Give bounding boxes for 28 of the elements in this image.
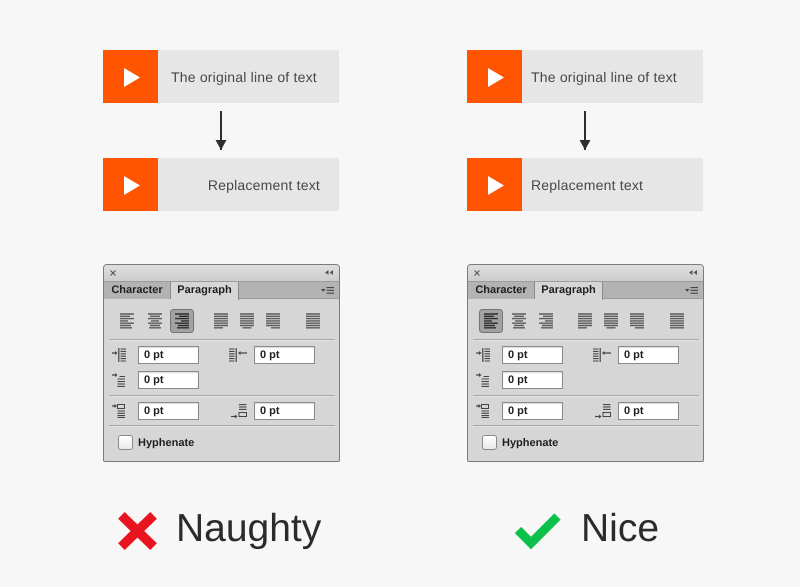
input-field: 0 pt (502, 371, 563, 389)
input-field: 0 pt (254, 402, 315, 420)
checkbox-label: Hyphenate (502, 436, 558, 450)
text-bar (467, 50, 703, 103)
bar-text: The original line of text (171, 68, 317, 84)
arrow (216, 111, 226, 150)
verdict-text: Nice (581, 506, 660, 552)
arrow (580, 111, 590, 150)
text-bar (467, 158, 703, 211)
input-field: 0 pt (254, 346, 315, 364)
input-field: 0 pt (618, 346, 679, 364)
verdict-text: Naughty (176, 506, 322, 552)
tab: Character (104, 281, 171, 299)
input-field: 0 pt (138, 371, 199, 389)
tab: Paragraph (535, 281, 603, 300)
input-field: 0 pt (138, 402, 199, 420)
text-bar (103, 158, 339, 211)
input-field: 0 pt (618, 402, 679, 420)
bar-text: The original line of text (531, 68, 677, 84)
input-field: 0 pt (502, 346, 563, 364)
bar-text: Replacement text (531, 176, 644, 192)
text-bar (103, 50, 339, 103)
input-field: 0 pt (502, 402, 563, 420)
input-field: 0 pt (138, 346, 199, 364)
tab: Character (468, 281, 535, 299)
tab: Paragraph (171, 281, 239, 300)
checkbox-label: Hyphenate (138, 436, 194, 450)
bar-text: Replacement text (208, 176, 320, 192)
